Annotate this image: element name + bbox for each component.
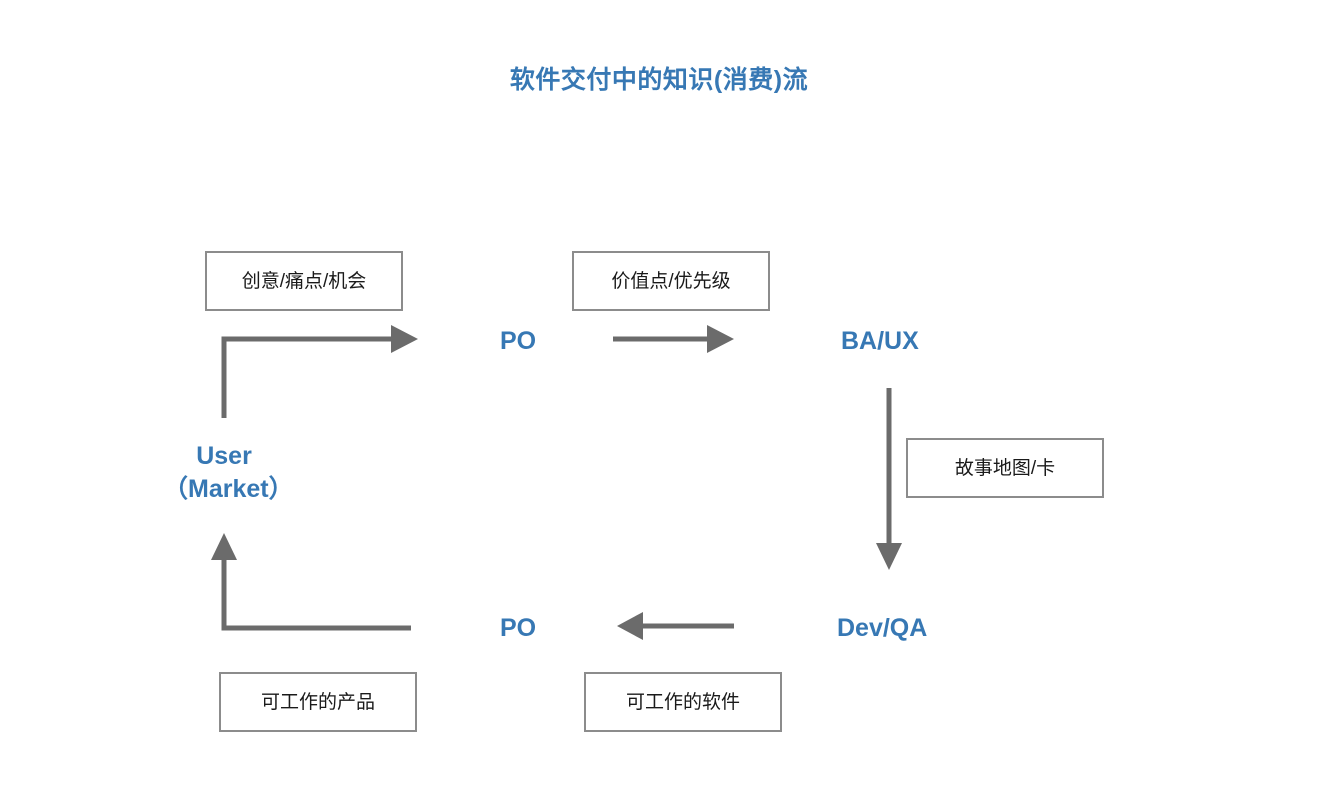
arrow-po-to-user <box>211 533 411 631</box>
role-label-dev-qa: Dev/QA <box>837 614 928 642</box>
artifact-box-story-map: 故事地图/卡 <box>906 438 1104 498</box>
page-title: 软件交付中的知识(消费)流 <box>509 66 809 94</box>
artifact-box-idea: 创意/痛点/机会 <box>205 251 403 311</box>
role-label-po-bottom: PO <box>500 614 537 642</box>
role-label-ba-ux: BA/UX <box>841 327 919 355</box>
arrow-po-to-baux <box>613 325 734 353</box>
arrow-user-to-po <box>221 325 418 418</box>
artifact-box-working-product: 可工作的产品 <box>219 672 417 732</box>
role-label-po-top: PO <box>500 327 537 355</box>
role-label-user-line2: （Market） <box>163 474 294 503</box>
artifact-box-working-software: 可工作的软件 <box>584 672 782 732</box>
role-label-user: User （Market） <box>163 440 294 505</box>
arrow-devqa-to-po <box>617 612 734 640</box>
artifact-box-value: 价值点/优先级 <box>572 251 770 311</box>
arrow-baux-to-devqa <box>876 388 902 570</box>
role-label-user-line1: User <box>196 442 252 470</box>
